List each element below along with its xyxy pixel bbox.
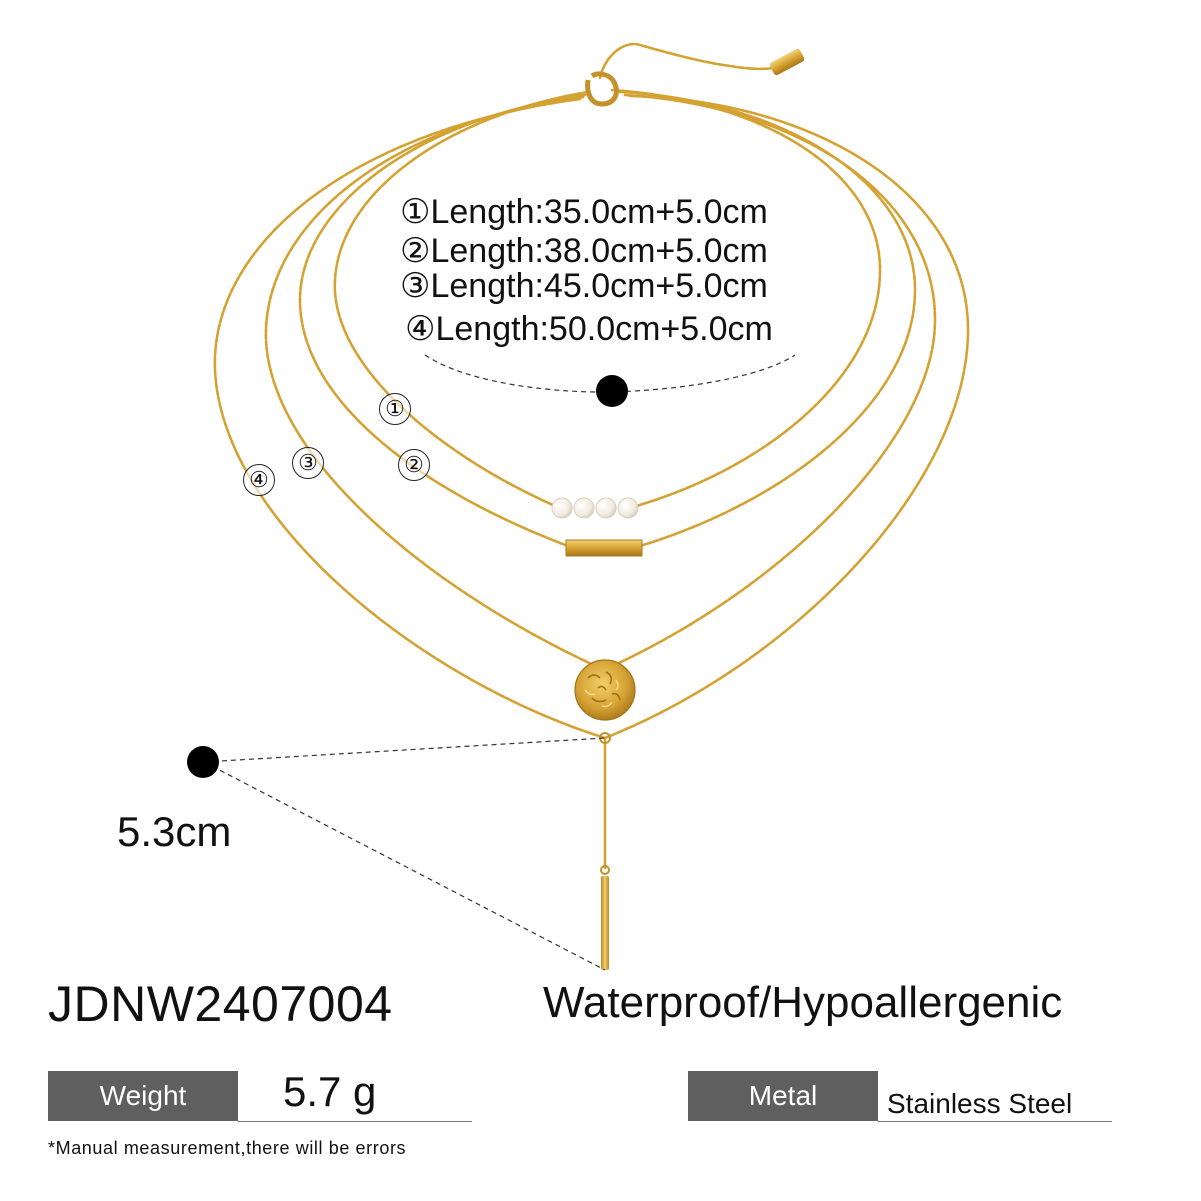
length-text-1: Length:35.0cm+5.0cm [430,193,768,231]
strand-marker-1: ① [379,393,411,425]
pearl-cluster [551,497,639,519]
length-marker-1: ① [400,193,431,231]
strand-marker-2: ② [398,449,430,481]
length-row-3: ③Length:45.0cm+5.0cm [400,268,768,304]
chain-strand-1 [333,90,590,507]
drop-guide-bottom [203,761,606,971]
chain-strand-2 [298,93,587,548]
product-code: JDNW2407004 [48,976,393,1032]
length-text-4: Length:50.0cm+5.0cm [435,310,773,348]
metal-rule [878,1121,1112,1122]
chain-strand-4 [213,97,607,740]
weight-rule [238,1121,472,1122]
drop-length-label: 5.3cm [117,808,232,855]
length-marker-2: ② [400,232,431,270]
drop-guide-top [203,737,606,763]
chain-strand-4-right [603,94,970,740]
chain-strand-3-right [606,93,937,670]
length-text-2: Length:38.0cm+5.0cm [430,232,768,270]
feature-claim: Waterproof/Hypoallergenic [543,978,1063,1027]
length-marker-3: ③ [400,267,431,305]
measurement-disclaimer: *Manual measurement,there will be errors [48,1138,407,1158]
chain-strand-2-right [618,90,917,548]
weight-label: Weight [48,1071,238,1121]
length-row-2: ②Length:38.0cm+5.0cm [400,233,768,269]
length-guide-dot [596,375,628,407]
stick-pendant [601,876,609,970]
length-row-4: ④Length:50.0cm+5.0cm [405,311,773,347]
stick-ring [600,865,610,875]
length-marker-4: ④ [405,310,436,348]
metal-label: Metal [688,1071,878,1121]
weight-value: 5.7 g [283,1068,377,1115]
strand-marker-4: ④ [243,464,275,496]
metal-value: Stainless Steel [887,1088,1073,1119]
chain-strand-3 [264,95,602,670]
drop-guide-dot [187,746,219,778]
length-row-1: ①Length:35.0cm+5.0cm [400,194,768,230]
extender-tag [769,48,805,76]
length-text-3: Length:45.0cm+5.0cm [430,267,768,305]
extender-chain [598,42,787,80]
bar-pendant [565,539,643,557]
coin-pendant [574,659,636,721]
clasp [585,71,619,107]
strand-marker-3: ③ [292,447,324,479]
